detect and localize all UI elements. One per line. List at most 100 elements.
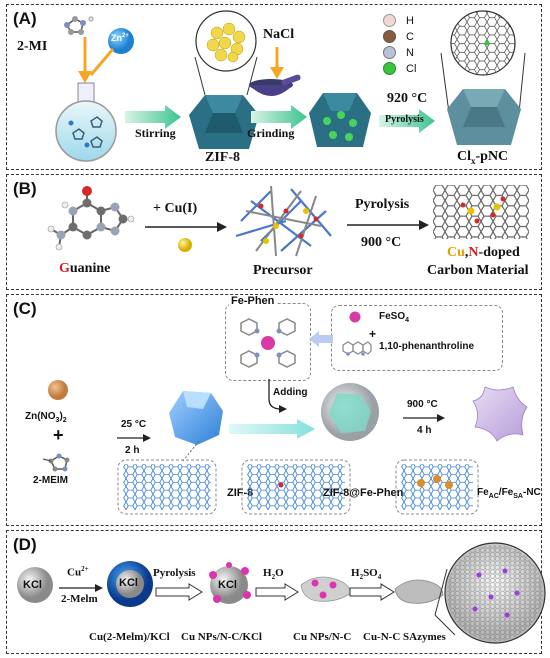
- h2so4-label: H2SO4: [351, 567, 382, 582]
- legend-h-label: H: [406, 15, 414, 27]
- caption-cu-melm-kcl: Cu(2-Melm)/KCl: [89, 631, 170, 643]
- flask-icon: [55, 82, 117, 162]
- adding-label: Adding: [273, 387, 308, 398]
- pyrolysis-label-a: Pyrolysis: [385, 114, 424, 125]
- legend-n-dot: [383, 45, 396, 59]
- cu-n-doped-label: Cu,N-doped: [447, 245, 520, 260]
- hollow-arrow-d3: [349, 583, 395, 601]
- stirring-label: Stirring: [135, 126, 176, 140]
- zinc-ion-ball: [108, 28, 134, 54]
- fe-phen-label: Fe-Phen: [229, 295, 277, 307]
- meim-molecule: [42, 453, 70, 472]
- plus-c1: +: [369, 327, 377, 341]
- panel-b-label: (B): [13, 179, 37, 198]
- graphene-zoom: [440, 10, 526, 114]
- legend-c-label: C: [406, 31, 414, 43]
- feso4-label: FeSO4: [379, 311, 410, 324]
- cu-nps-nc-kcl-ball: [209, 562, 251, 604]
- temp-920: 920 °C: [387, 91, 428, 106]
- reaction-arrow-b2: [347, 220, 429, 230]
- legend-cl-label: Cl: [406, 63, 417, 75]
- copper-ball: [178, 238, 192, 252]
- phenanthroline-molecule: [342, 341, 372, 356]
- time-4h: 4 h: [417, 425, 432, 436]
- reaction-arrow-b1: [145, 222, 227, 232]
- pyrolysis-label-d: Pyrolysis: [153, 567, 196, 579]
- temp-900-c: 900 °C: [407, 399, 438, 410]
- panel-a-label: (A): [13, 9, 37, 28]
- sazyme-sheet: [394, 579, 444, 604]
- carbon-sheet: [433, 185, 529, 239]
- zif8-lattice-link: [182, 440, 200, 462]
- guanine-molecule: [47, 186, 135, 251]
- fe-nc-crystal: [472, 386, 528, 442]
- fe-nc-product-label: FeAC/FeSA-NC: [477, 487, 541, 500]
- hollow-arrow-d1: [155, 583, 203, 601]
- hollow-arrow-d2: [255, 583, 299, 601]
- temp-25: 25 °C: [121, 419, 147, 430]
- reagent-2mi: 2-MI: [17, 39, 48, 54]
- panel-a: (A) 2-MI Zn2+ Stirring: [6, 4, 542, 170]
- fe-phen-complex: [240, 318, 296, 368]
- zif8-crystal: [169, 391, 223, 445]
- grinding-label: Grinding: [247, 126, 295, 140]
- kcl-label-2: KCl: [119, 577, 138, 589]
- carbon-material-label: Carbon Material: [427, 263, 529, 278]
- zif8-zoom-lines: [194, 10, 258, 96]
- guanine-label: Guanine: [59, 261, 111, 276]
- imidazole-molecule: [64, 16, 94, 35]
- meim-label: 2-MEIM: [33, 475, 68, 486]
- clx-pnc-label: Clx-pNC: [457, 149, 509, 166]
- legend-item: H: [383, 11, 416, 27]
- melm-label: 2-Melm: [61, 593, 98, 605]
- zif8-label: ZIF-8: [205, 150, 240, 165]
- fe-phen-arrow: [309, 331, 333, 347]
- precursor-network: [235, 185, 332, 257]
- pyrolysis-label-b: Pyrolysis: [355, 197, 410, 212]
- pyrolysis-arrow-a: [379, 109, 435, 133]
- grinding-arrow: [251, 105, 307, 129]
- caption-cu-n-c-sazymes: Cu-N-C SAzymes: [363, 631, 446, 643]
- zn-label: Zn2+: [111, 33, 129, 43]
- zif8-fe-lattice: [241, 459, 351, 515]
- h2o-label: H2O: [263, 567, 284, 582]
- legend-cl-dot: [383, 61, 396, 75]
- zif8-polyhedron: [189, 95, 259, 149]
- plus-c2: +: [53, 425, 64, 445]
- zif8-lattice: [117, 459, 217, 515]
- caption-cu-nps-nc: Cu NPs/N-C: [293, 631, 352, 643]
- cu-melm-kcl-ball: [107, 561, 153, 607]
- caption-cu-nps-nc-kcl: Cu NPs/N-C/KCl: [181, 631, 262, 643]
- panel-b: (B) Guanine + Cu(I): [6, 174, 542, 290]
- nacl-label: NaCl: [263, 27, 295, 42]
- nacl-arrow: [270, 47, 284, 79]
- phenanthroline-label: 1,10-phenanthroline: [379, 341, 475, 352]
- kcl-label-3: KCl: [218, 579, 237, 591]
- clx-pnc-particle: [447, 89, 521, 145]
- mortar-icon: [249, 74, 301, 96]
- time-2h: 2 h: [125, 445, 140, 456]
- legend-item: C: [383, 27, 416, 43]
- cu2-label: Cu2+: [67, 565, 89, 579]
- kcl-ball: [17, 567, 53, 603]
- panel-d-label: (D): [13, 535, 37, 554]
- cu-nps-nc-sheet: [300, 576, 352, 602]
- zif8-nacl-polyhedron: [309, 93, 371, 147]
- step2-arrow: [403, 414, 445, 422]
- stirring-arrow: [125, 105, 181, 129]
- legend-c-dot: [383, 29, 396, 43]
- atom-legend: H C N Cl: [383, 11, 416, 75]
- zif8-fe-phen-sphere: [321, 383, 379, 441]
- zif8-fe-phen-label: ZIF-8@Fe-Phen: [323, 487, 404, 499]
- panel-d: (D) KCl Cu2+ 2-Melm KCl Pyrolysis KCl H2…: [6, 530, 546, 654]
- zinc-nitrate-label: Zn(NO3)2: [25, 411, 67, 424]
- panel-c: (C) Fe-Phen FeSO4 + 1,10-phenanthroline: [6, 294, 542, 526]
- fe-ion-ball: [349, 311, 361, 323]
- temp-900-b: 900 °C: [361, 235, 402, 250]
- legend-item: Cl: [383, 59, 416, 75]
- legend-n-label: N: [406, 47, 414, 59]
- panel-c-label: (C): [13, 299, 37, 318]
- precursor-label: Precursor: [253, 263, 313, 278]
- yellow-arrow-down: [78, 37, 115, 83]
- legend-h-dot: [383, 13, 396, 27]
